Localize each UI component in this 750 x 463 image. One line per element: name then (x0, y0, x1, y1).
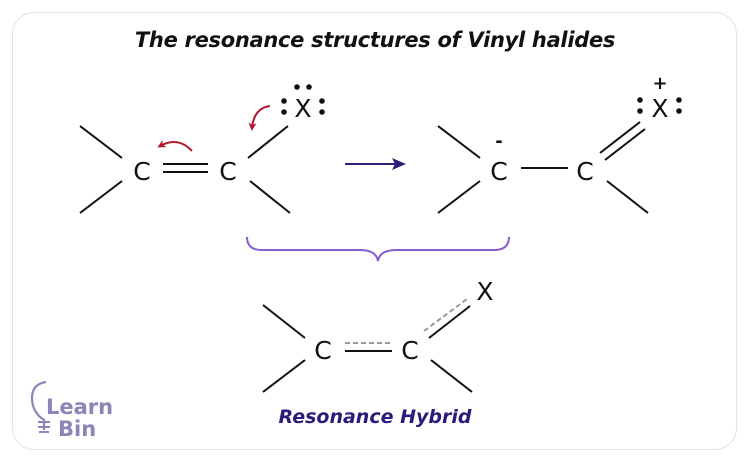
lightbulb-icon (30, 380, 47, 430)
left-carbon-1: C (133, 157, 150, 186)
curved-arrow-pi-bond-icon (157, 140, 193, 152)
hybrid-carbon-1: C (314, 336, 331, 365)
logo-text-learn: Learn (46, 395, 113, 419)
hybrid-partial-c-x-pi-bond (423, 298, 468, 332)
right-c-x-double-bond-upper (599, 121, 641, 154)
left-c-x-bond (247, 125, 289, 159)
right-carbon-1-charge: - (495, 131, 502, 152)
left-carbon-2: C (219, 157, 236, 186)
logo-text-bin: Bin (58, 417, 96, 441)
left-c1-upper-substituent-bond (79, 125, 123, 159)
right-structure: C - C X + (437, 73, 682, 214)
hybrid-structure: C C X Resonance Hybrid (262, 277, 494, 428)
hybrid-c1-upper-substituent-bond (262, 304, 306, 339)
left-halogen-lone-pairs (281, 84, 325, 115)
hybrid-caption: Resonance Hybrid (279, 406, 472, 428)
right-halogen: X (651, 94, 668, 123)
left-c2-lower-substituent-bond (249, 180, 291, 214)
right-carbon-2: C (576, 157, 593, 186)
left-structure: C C X (79, 84, 325, 214)
right-c2-lower-substituent-bond (606, 180, 649, 214)
hybrid-c1-lower-substituent-bond (262, 359, 306, 393)
hybrid-carbon-2: C (401, 336, 418, 365)
right-carbon-1: C (490, 157, 507, 186)
diagram-card (12, 12, 737, 450)
right-c-x-double-bond-lower (604, 128, 646, 161)
right-halogen-charge: + (652, 73, 667, 94)
grouping-brace-icon (246, 236, 510, 262)
right-halogen-lone-pairs (637, 97, 682, 114)
right-c1-lower-substituent-bond (437, 180, 481, 214)
hybrid-halogen: X (476, 277, 493, 306)
hybrid-c2-lower-substituent-bond (430, 359, 473, 393)
learnbin-logo: Learn Bin (30, 380, 113, 441)
right-c1-upper-substituent-bond (437, 125, 481, 159)
left-c1-lower-substituent-bond (79, 180, 123, 214)
hybrid-c-x-sigma-bond (428, 305, 471, 339)
curved-arrow-lone-pair-icon (248, 105, 271, 131)
diagram-title: The resonance structures of Vinyl halide… (134, 28, 616, 52)
left-halogen: X (294, 94, 311, 123)
